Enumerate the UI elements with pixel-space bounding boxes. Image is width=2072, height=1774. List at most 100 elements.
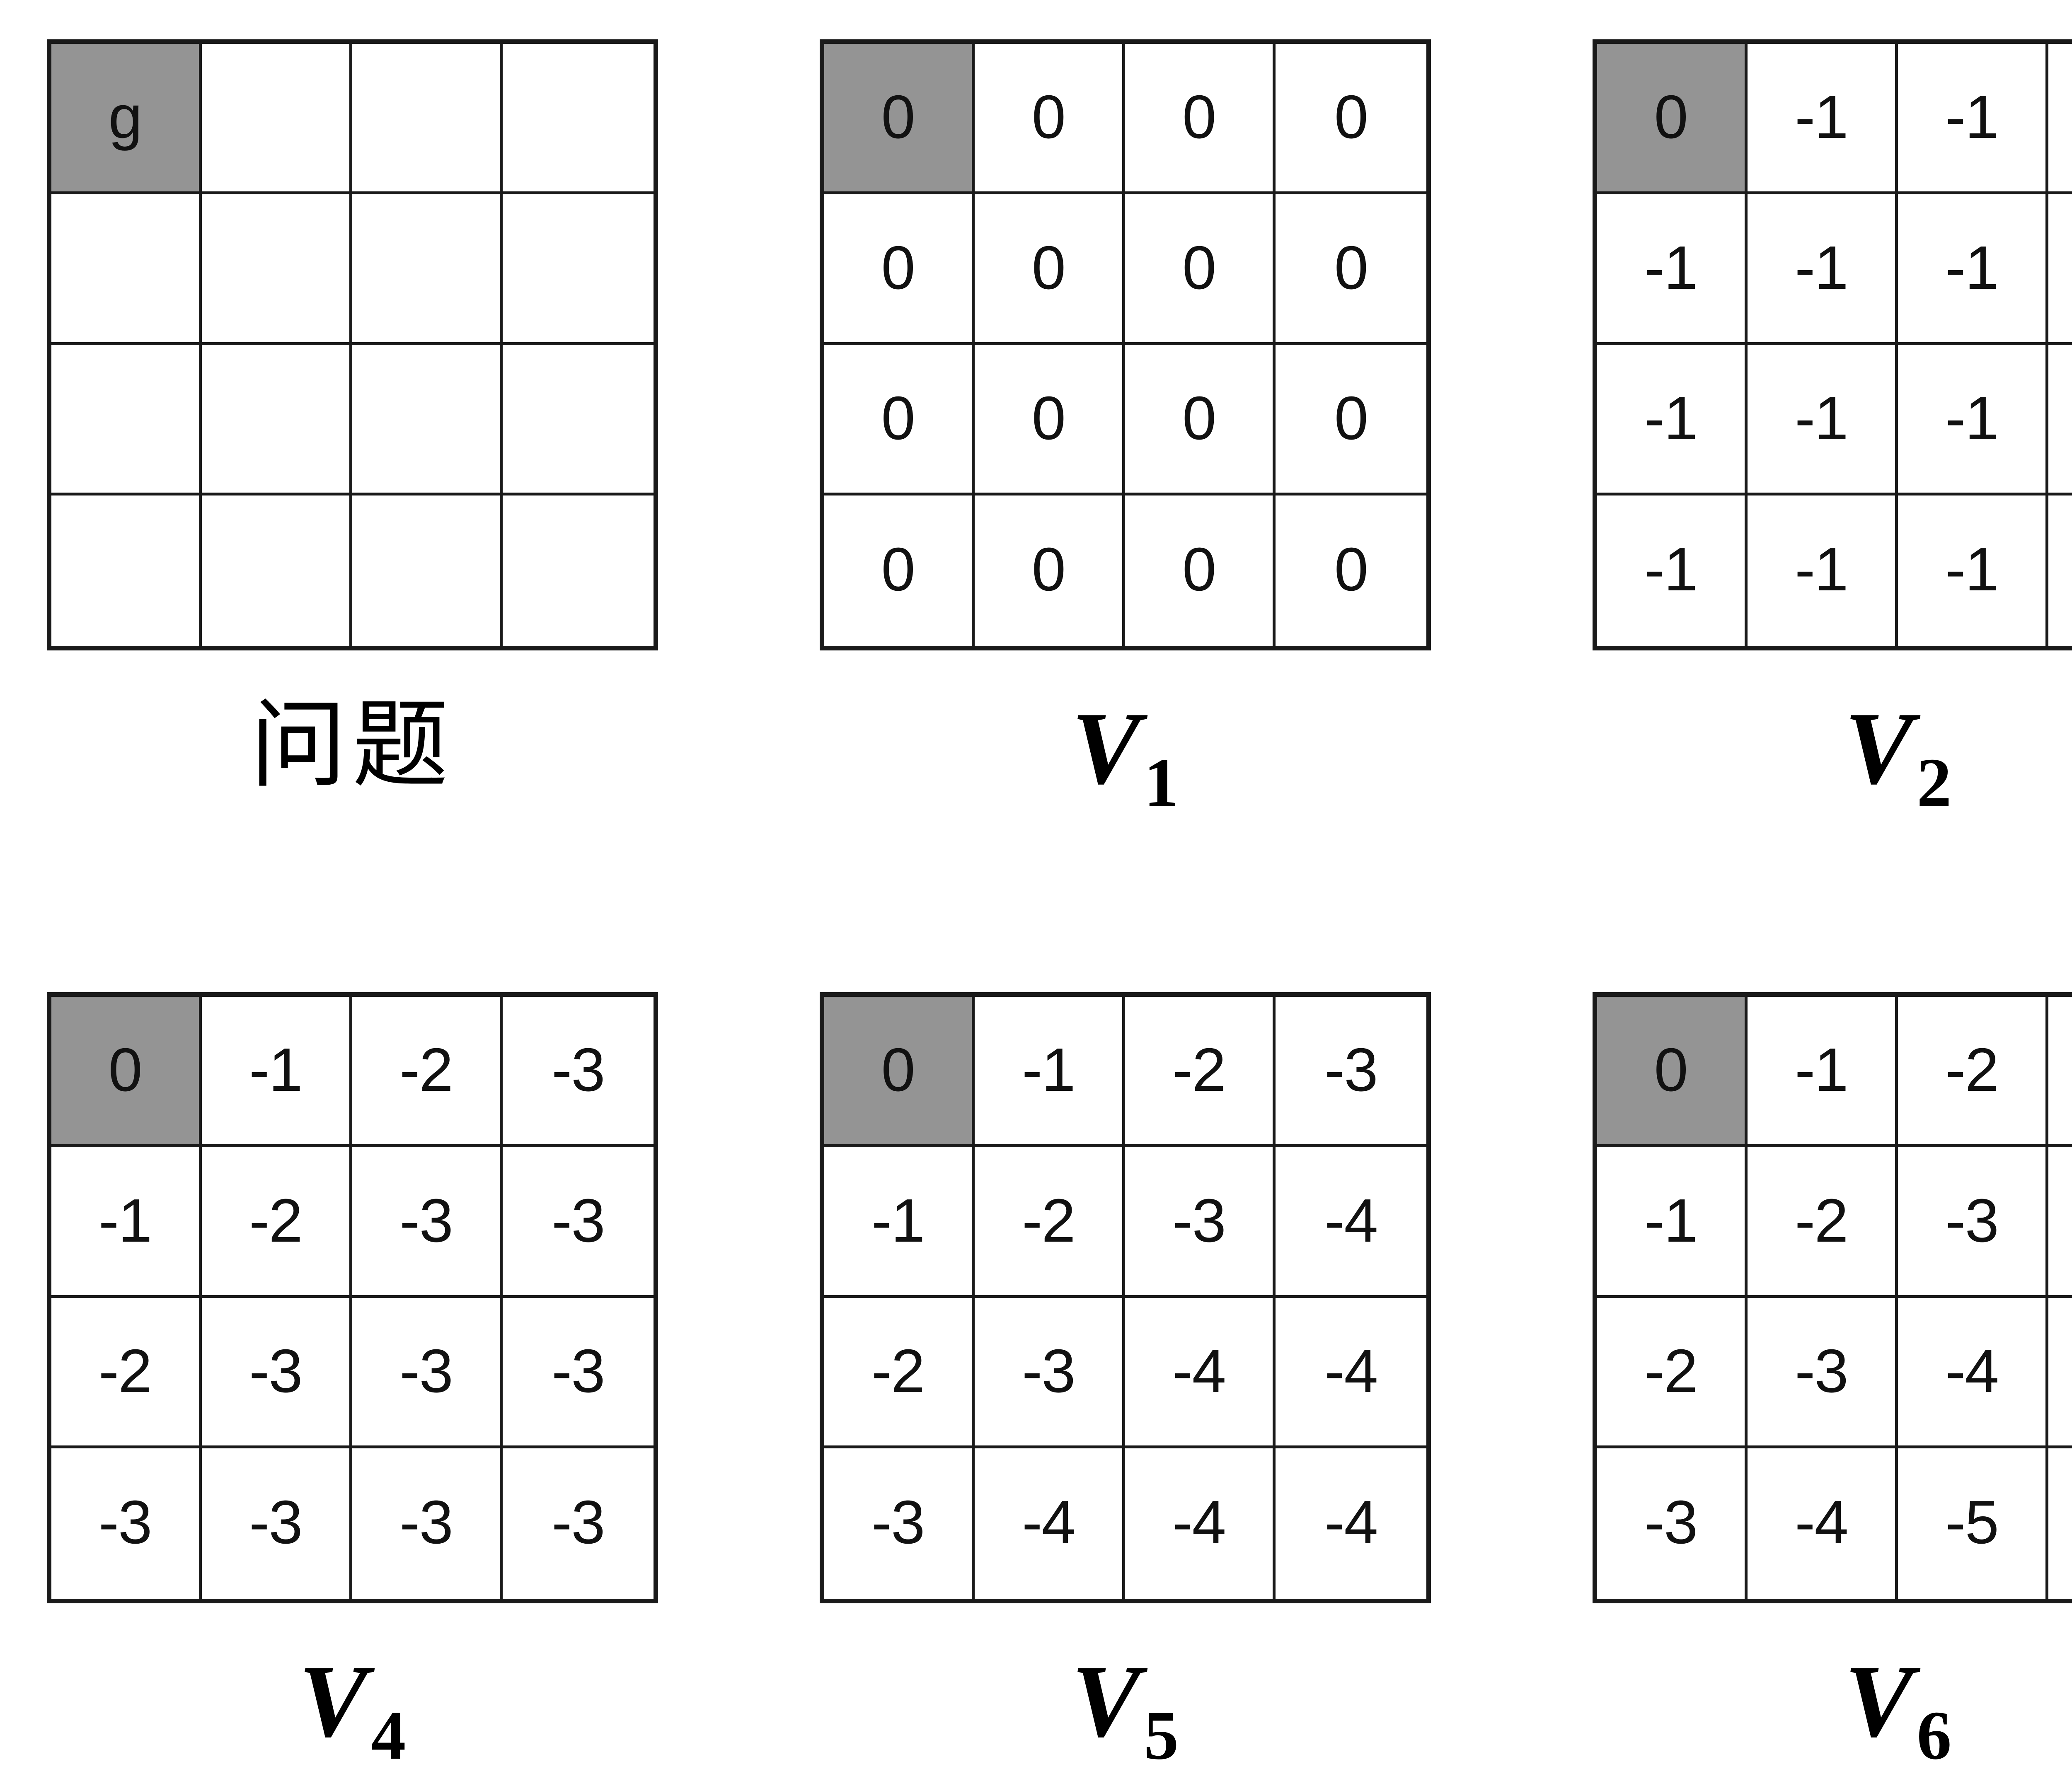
grid-cell: 0	[824, 495, 975, 646]
cell-value: -3	[352, 1492, 500, 1553]
cell-value: -3	[503, 1492, 653, 1553]
grid-cell: -4	[1898, 1298, 2048, 1448]
cell-value: -3	[1125, 1190, 1273, 1252]
cell-value: 0	[824, 1039, 972, 1101]
cell-value: -4	[1276, 1492, 1426, 1553]
grid-cell: -1	[2048, 495, 2072, 646]
grid-cell: -2	[1898, 997, 2048, 1147]
grid-cell: -1	[1748, 345, 1898, 495]
grid-cell: -3	[503, 1147, 653, 1298]
grid-cell: -3	[202, 1448, 352, 1599]
cell-value: -3	[824, 1492, 972, 1553]
grid-cell: -1	[1597, 345, 1748, 495]
cell-value: 0	[51, 1039, 199, 1101]
grid-cell	[352, 495, 503, 646]
grid-cell	[202, 345, 352, 495]
grid-cell: 0	[1276, 44, 1426, 194]
grid-cell: 0	[1276, 345, 1426, 495]
cell-value: -5	[2048, 1341, 2072, 1402]
cell-value: 0	[975, 388, 1122, 449]
grid-cell	[202, 194, 352, 345]
grid-cell: -1	[1898, 495, 2048, 646]
cell-value: -2	[824, 1341, 972, 1402]
grid-cell: -3	[1125, 1147, 1276, 1298]
grid-cell: -3	[352, 1147, 503, 1298]
grid-cell: -2	[1597, 1298, 1748, 1448]
grid-cell: -1	[1898, 44, 2048, 194]
grid-cell: -3	[202, 1298, 352, 1448]
cell-value: -3	[352, 1341, 500, 1402]
grid-cell: 0	[975, 495, 1125, 646]
cell-value: g	[51, 87, 199, 148]
cell-value: 0	[1276, 237, 1426, 299]
cell-value: -3	[503, 1341, 653, 1402]
grid-v6: 0-1-2-3-1-2-3-4-2-3-4-5-3-4-5-5	[1593, 992, 2072, 1603]
cell-value: -3	[503, 1190, 653, 1252]
grid-cell: -3	[1597, 1448, 1748, 1599]
cell-value: -2	[1125, 1039, 1273, 1101]
cell-value: -1	[1898, 237, 2045, 299]
cell-value: -3	[1597, 1492, 1745, 1553]
cell-value: 0	[975, 237, 1122, 299]
cell-value: -2	[202, 1190, 349, 1252]
cell-value: 0	[975, 87, 1122, 148]
cell-value: -1	[1898, 87, 2045, 148]
cell-value: -1	[51, 1190, 199, 1252]
grid-cell: -2	[352, 997, 503, 1147]
cell-value: 0	[1125, 87, 1273, 148]
cell-value: -1	[2048, 388, 2072, 449]
grid-cell: -5	[2048, 1448, 2072, 1599]
grid-cell: -2	[1125, 997, 1276, 1147]
grid-cell: -4	[1125, 1448, 1276, 1599]
panel-caption-v5: V5	[1072, 1650, 1179, 1774]
cell-value: -1	[1748, 388, 1895, 449]
cell-value: -2	[1748, 1190, 1895, 1252]
panel-caption-v1: V1	[1072, 697, 1179, 821]
cell-value: -2	[1597, 1341, 1745, 1402]
caption-subscript: 4	[371, 1697, 406, 1774]
cell-value: -4	[1898, 1341, 2045, 1402]
cell-value: -4	[975, 1492, 1122, 1553]
cell-value: -3	[2048, 1039, 2072, 1101]
grid-problem: g	[47, 39, 658, 650]
cell-value: -1	[1597, 388, 1745, 449]
cell-value: 0	[1125, 388, 1273, 449]
grid-cell: 0	[1125, 44, 1276, 194]
cell-value: 0	[824, 87, 972, 148]
cell-value: -1	[824, 1190, 972, 1252]
panel-caption-v6: V6	[1844, 1650, 1952, 1774]
grid-cell: -3	[503, 997, 653, 1147]
grid-cell: 0	[1125, 194, 1276, 345]
grid-cell: 0	[1125, 495, 1276, 646]
panel-caption-problem: 问题	[250, 697, 454, 821]
grid-cell	[503, 44, 653, 194]
cell-value: -1	[1748, 1039, 1895, 1101]
cell-value: -1	[1597, 539, 1745, 600]
grid-cell: -4	[1276, 1147, 1426, 1298]
grid-cell: -1	[2048, 345, 2072, 495]
grid-cell: -1	[1748, 44, 1898, 194]
grid-cell: 0	[975, 345, 1125, 495]
caption-symbol: V	[1844, 691, 1914, 806]
caption-subscript: 2	[1917, 744, 1951, 821]
grid-cell: -1	[202, 997, 352, 1147]
grid-cell: -2	[51, 1298, 202, 1448]
caption-text: 问题	[250, 689, 454, 801]
grid-cell: -1	[1597, 495, 1748, 646]
caption-subscript: 6	[1917, 1697, 1951, 1774]
grid-cell	[352, 44, 503, 194]
grid-cell: -1	[1748, 997, 1898, 1147]
grid-cell: -4	[1748, 1448, 1898, 1599]
cell-value: 0	[1125, 237, 1273, 299]
grid-cell: -4	[1276, 1448, 1426, 1599]
cell-value: 0	[824, 539, 972, 600]
cell-value: -4	[1125, 1492, 1273, 1553]
grid-cell: -4	[1276, 1298, 1426, 1448]
grid-cell: -1	[2048, 194, 2072, 345]
grid-cell	[51, 495, 202, 646]
grid-cell: -1	[1748, 194, 1898, 345]
grid-cell: -3	[503, 1448, 653, 1599]
grid-v4: 0-1-2-3-1-2-3-3-2-3-3-3-3-3-3-3	[47, 992, 658, 1603]
